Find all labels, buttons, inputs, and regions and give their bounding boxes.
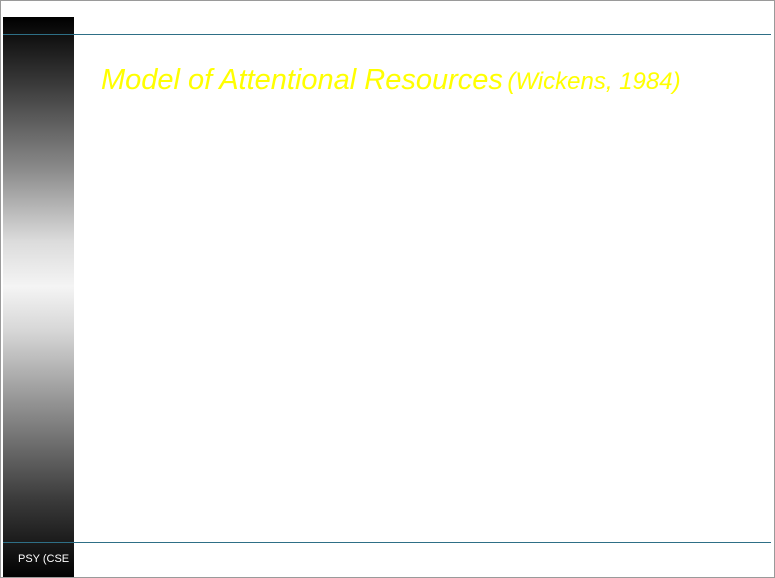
side-gradient-bar <box>3 17 74 577</box>
slide-title-citation: (Wickens, 1984) <box>507 68 681 95</box>
slide-title: Model of Attentional Resources (Wickens,… <box>101 64 681 97</box>
footer-text: PSY (CSE <box>18 553 70 565</box>
bottom-rule-line <box>3 542 771 543</box>
slide-title-main: Model of Attentional Resources <box>101 64 503 96</box>
top-rule-line <box>3 34 771 35</box>
